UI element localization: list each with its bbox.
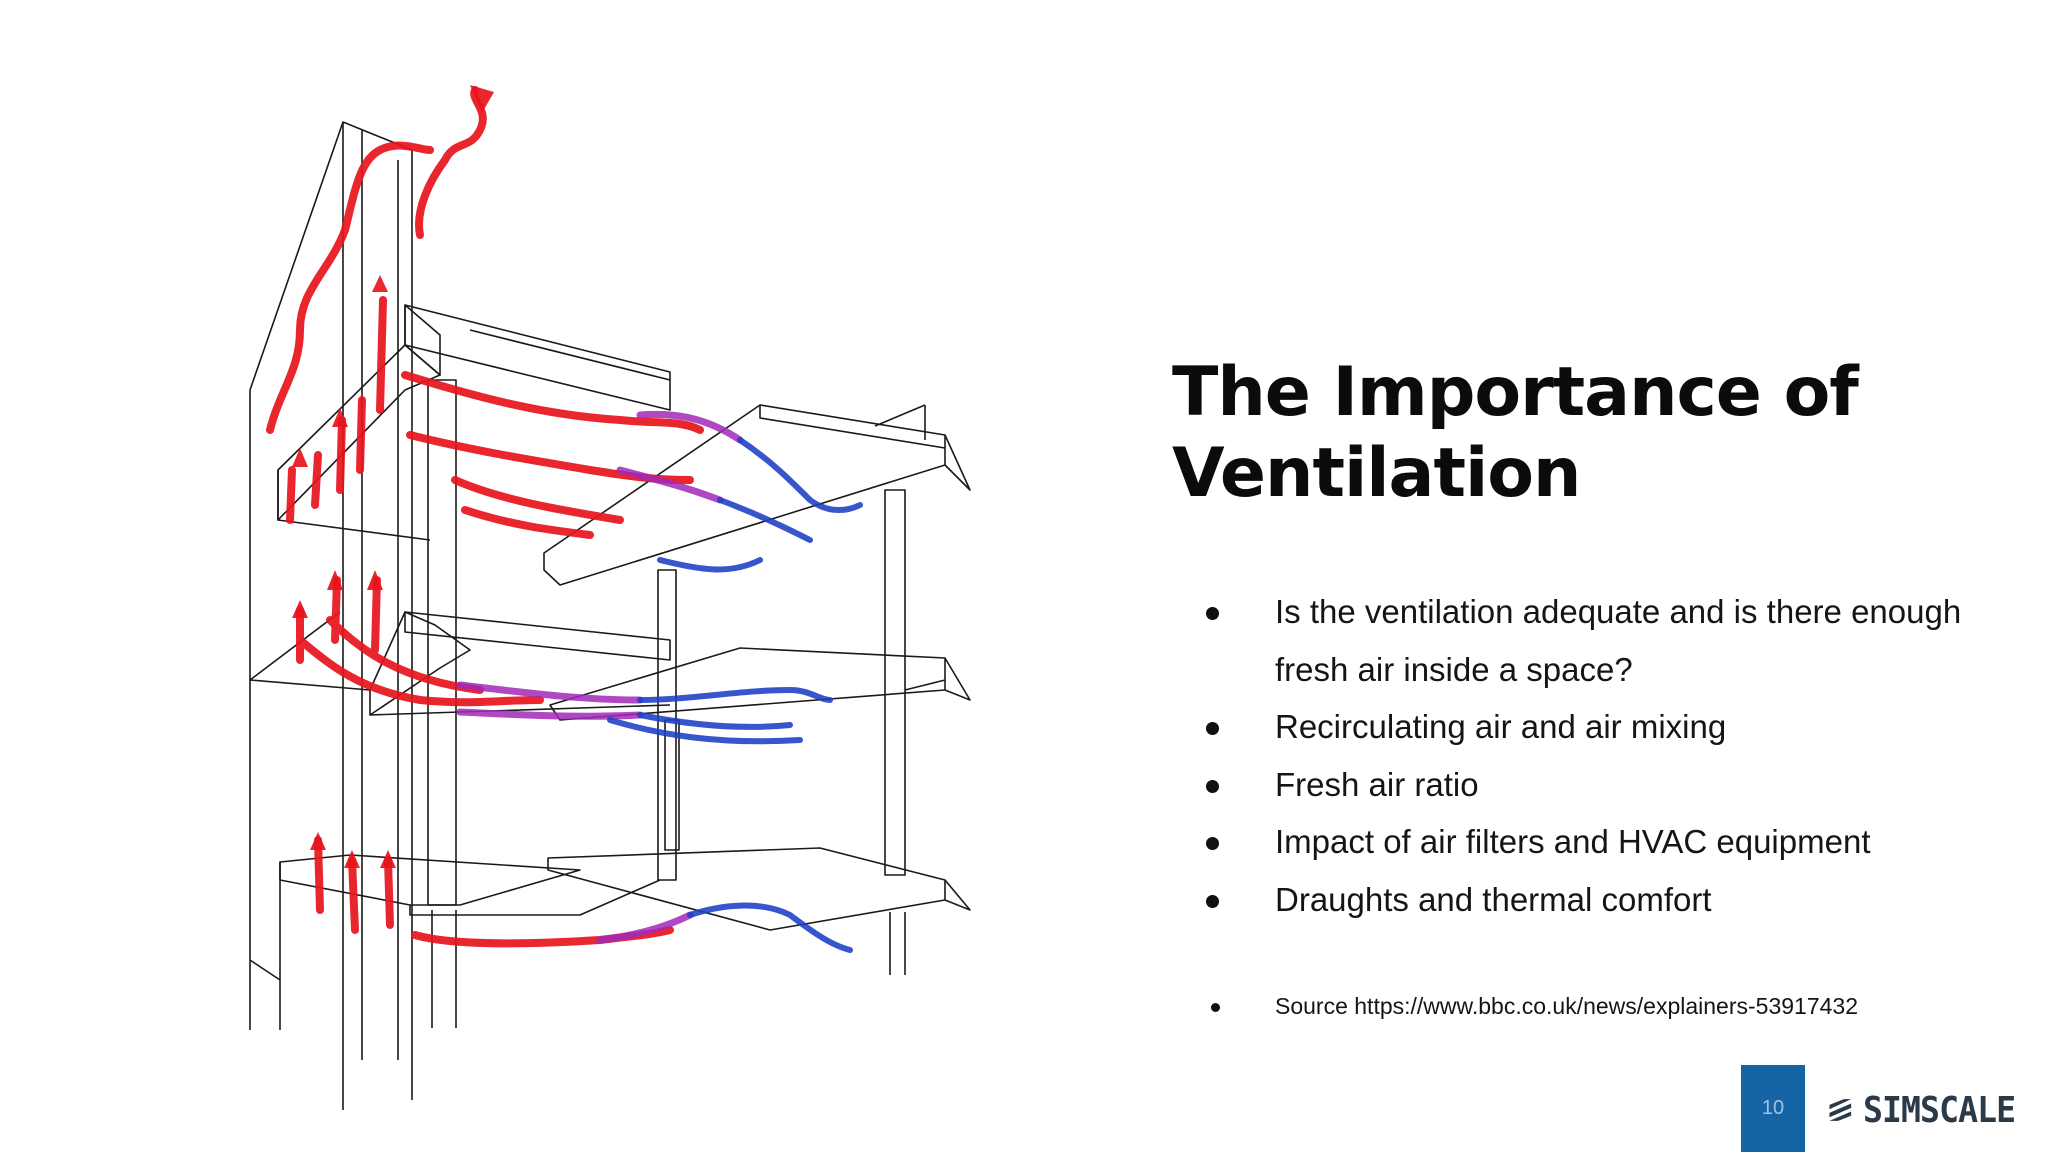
bullet-dot-icon <box>1206 779 1219 793</box>
bullet-dot-icon <box>1206 894 1219 908</box>
bullet-list: Is the ventilation adequate and is there… <box>1200 583 1990 928</box>
bullet-item: Fresh air ratio <box>1200 756 1990 814</box>
bullet-text: Is the ventilation adequate and is there… <box>1275 593 1962 688</box>
page-number-badge: 10 <box>1741 1065 1805 1152</box>
simscale-logo: SIMSCALE <box>1828 1088 2028 1132</box>
bullet-item: Is the ventilation adequate and is there… <box>1200 583 1990 698</box>
bullet-text: Draughts and thermal comfort <box>1275 880 1712 918</box>
logo-wordmark: SIMSCALE <box>1862 1089 2016 1131</box>
bullet-dot-icon <box>1211 1003 1220 1012</box>
page-number: 10 <box>1761 1097 1785 1119</box>
bullet-dot-icon <box>1206 607 1219 620</box>
slide-title: The Importance of Ventilation <box>1172 353 1859 513</box>
bullet-text: Impact of air filters and HVAC equipment <box>1275 823 1871 860</box>
bullet-text: Recirculating air and air mixing <box>1275 708 1727 745</box>
bullet-text: Fresh air ratio <box>1275 765 1479 803</box>
bullet-item: Draughts and thermal comfort <box>1200 871 1990 929</box>
source-citation: Source https://www.bbc.co.uk/news/explai… <box>1200 988 2020 1024</box>
building-airflow-illustration <box>249 85 971 1110</box>
bullet-item: Impact of air filters and HVAC equipment <box>1200 813 1990 871</box>
source-text[interactable]: Source https://www.bbc.co.uk/news/explai… <box>1275 993 1858 1019</box>
simscale-stripes-icon <box>1829 1099 1852 1121</box>
bullet-dot-icon <box>1206 837 1219 850</box>
bullet-item: Recirculating air and air mixing <box>1200 698 1990 756</box>
bullet-dot-icon <box>1206 722 1219 735</box>
